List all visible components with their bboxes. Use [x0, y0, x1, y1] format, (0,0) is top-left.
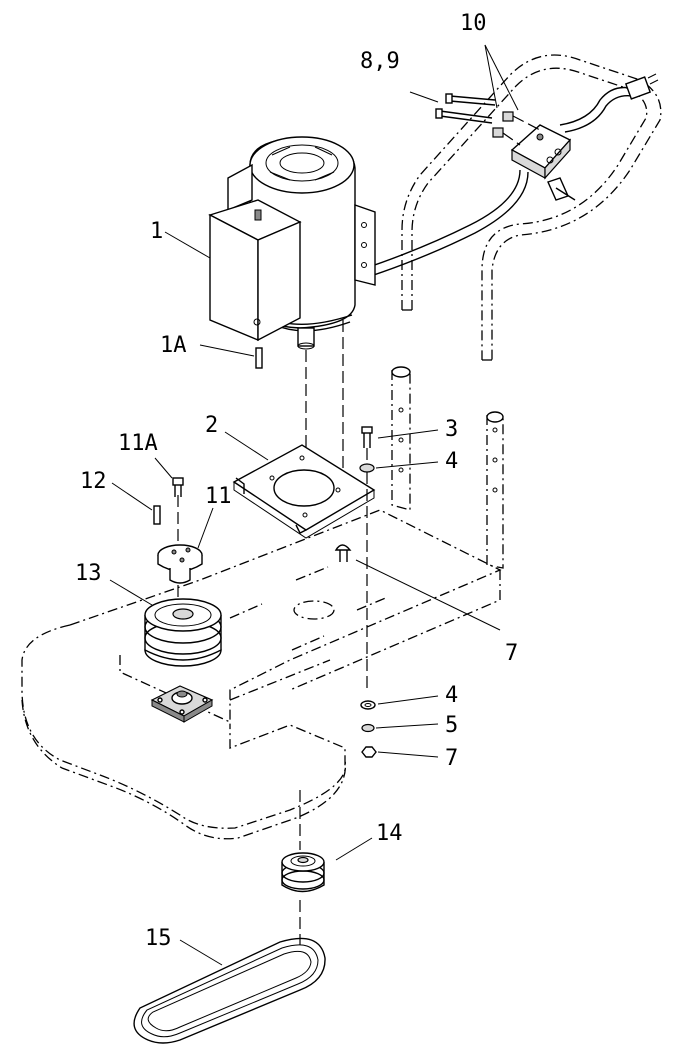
- callout-5: 5: [445, 713, 458, 738]
- callout-1a: 1A: [160, 333, 187, 358]
- handle-frame: [401, 54, 662, 361]
- callout-11a: 11A: [118, 431, 158, 456]
- lock-washer-5: [361, 723, 375, 733]
- hub-11: [157, 544, 203, 584]
- carriage-bolt: [334, 544, 352, 562]
- callout-8-9: 8,9: [360, 49, 400, 74]
- belt-15: [133, 937, 326, 1044]
- washer-4-lower: [360, 700, 376, 710]
- callout-4-lower: 4: [445, 683, 458, 708]
- nut-7: [361, 746, 377, 758]
- callout-1: 1: [150, 219, 163, 244]
- callout-14: 14: [376, 821, 403, 846]
- base-plate: [21, 509, 502, 840]
- handle-uprights: [391, 366, 504, 569]
- bearing-flange: [150, 685, 214, 723]
- callout-12: 12: [80, 469, 107, 494]
- bolt-11a: [172, 477, 184, 497]
- bolt-3: [361, 426, 373, 448]
- motor: [208, 136, 376, 350]
- callout-labels: 1 1A 2 3 4 11A 12 11 13 7 4 5 7 8,9 10 1…: [75, 11, 518, 951]
- motor-plate: [232, 444, 376, 539]
- callout-13: 13: [75, 561, 102, 586]
- screws-8-9: [435, 93, 541, 146]
- callout-2: 2: [205, 413, 218, 438]
- key-12: [153, 505, 161, 525]
- key-1a: [255, 347, 263, 369]
- callout-4-upper: 4: [445, 449, 458, 474]
- leader-lines: [109, 44, 519, 966]
- washer-4-upper: [359, 463, 375, 473]
- switch-box: [510, 124, 576, 201]
- callout-15: 15: [145, 926, 172, 951]
- callout-11: 11: [205, 484, 232, 509]
- pulley-14: [281, 852, 325, 893]
- callout-3: 3: [445, 417, 458, 442]
- power-cord: [359, 73, 659, 279]
- callout-10: 10: [460, 11, 487, 36]
- callout-7-upper: 7: [505, 641, 518, 666]
- pulley-13: [144, 598, 222, 667]
- callout-7-lower: 7: [445, 746, 458, 771]
